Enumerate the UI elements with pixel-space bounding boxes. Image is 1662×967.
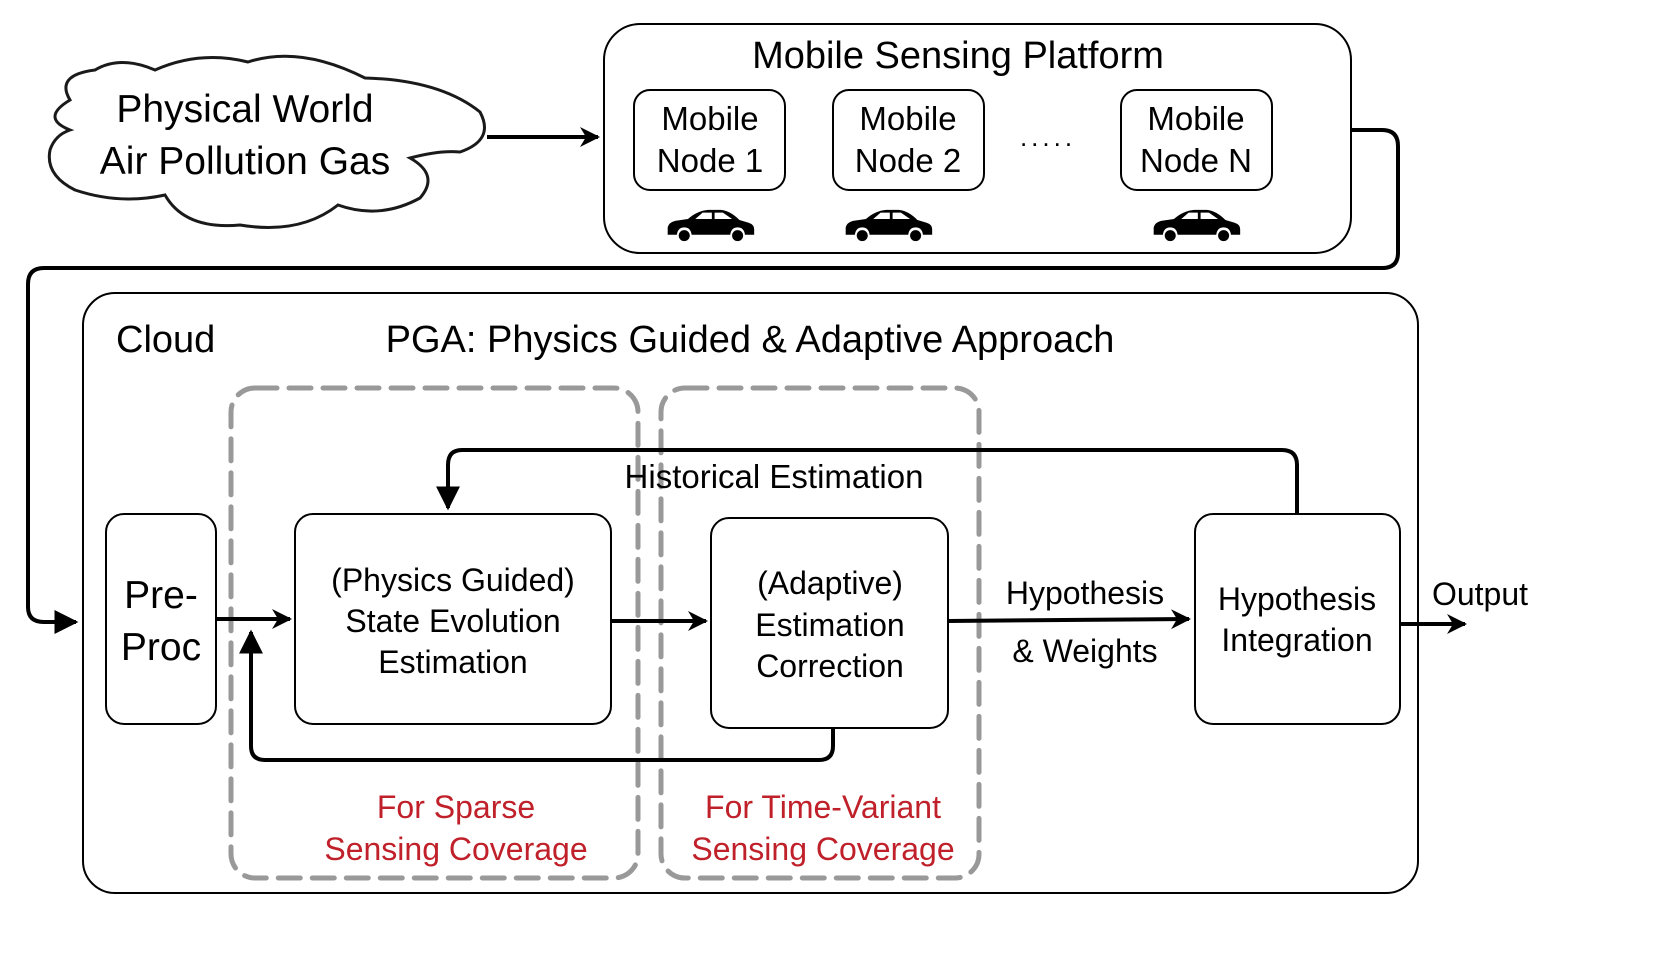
preproc-line2: Proc [121, 626, 201, 669]
physical-world-line2: Air Pollution Gas [100, 140, 390, 183]
platform-title: Mobile Sensing Platform [752, 35, 1164, 77]
node-n-line2: Node N [1140, 142, 1252, 179]
arrow-historical-estimation [436, 448, 1299, 515]
arrow-correction-to-integration [947, 609, 1191, 630]
timevariant-coverage-line1: For Time-Variant [705, 789, 941, 825]
sparse-coverage-region [228, 385, 641, 881]
hypothesis-weights-line2: & Weights [1012, 633, 1157, 669]
sparse-coverage-line2: Sensing Coverage [324, 831, 587, 867]
node-1-line1: Mobile [661, 100, 758, 137]
state-evolution-block: (Physics Guided) State Evolution Estimat… [294, 513, 612, 725]
estimation-correction-line1: (Adaptive) [757, 565, 903, 601]
mobile-node-n: Mobile Node N [1120, 89, 1273, 242]
hypothesis-integration-line1: Hypothesis [1218, 581, 1376, 617]
cloud-label: Cloud [116, 319, 215, 361]
physical-world-cloud: Physical World Air Pollution Gas [47, 54, 486, 229]
hypothesis-integration-block: Hypothesis Integration [1194, 513, 1401, 725]
node-2-line2: Node 2 [855, 142, 961, 179]
preproc-line1: Pre- [124, 574, 198, 617]
hypothesis-integration-line2: Integration [1221, 622, 1372, 658]
arrow-platform-to-cloud [26, 128, 1400, 634]
estimation-correction-block: (Adaptive) Estimation Correction [710, 517, 949, 729]
state-evolution-line2: State Evolution [345, 603, 560, 639]
state-evolution-line3: Estimation [378, 644, 527, 680]
preproc-block: Pre- Proc [105, 513, 217, 725]
cloud-shape [47, 54, 486, 229]
mobile-sensing-platform: Mobile Sensing Platform Mobile Node 1 Mo… [603, 23, 1352, 254]
timevariant-coverage-region [658, 385, 982, 881]
pga-title: PGA: Physics Guided & Adaptive Approach [386, 319, 1115, 361]
node-1-line2: Node 1 [657, 142, 763, 179]
mobile-node-2: Mobile Node 2 [832, 89, 985, 242]
sparse-coverage-line1: For Sparse [377, 789, 535, 825]
nodes-ellipsis: ..... [1020, 122, 1076, 152]
node-2-line1: Mobile [859, 100, 956, 137]
output-label: Output [1432, 576, 1528, 612]
node-n-line1: Mobile [1147, 100, 1244, 137]
mobile-node-1: Mobile Node 1 [633, 89, 786, 242]
physical-world-line1: Physical World [116, 88, 373, 131]
timevariant-coverage-line2: Sensing Coverage [691, 831, 954, 867]
hypothesis-weights-line1: Hypothesis [1006, 575, 1164, 611]
historical-estimation-label: Historical Estimation [625, 458, 924, 495]
estimation-correction-line2: Estimation [755, 607, 904, 643]
state-evolution-line1: (Physics Guided) [331, 562, 575, 598]
estimation-correction-line3: Correction [756, 648, 904, 684]
arrow-correction-feedback [239, 629, 835, 762]
